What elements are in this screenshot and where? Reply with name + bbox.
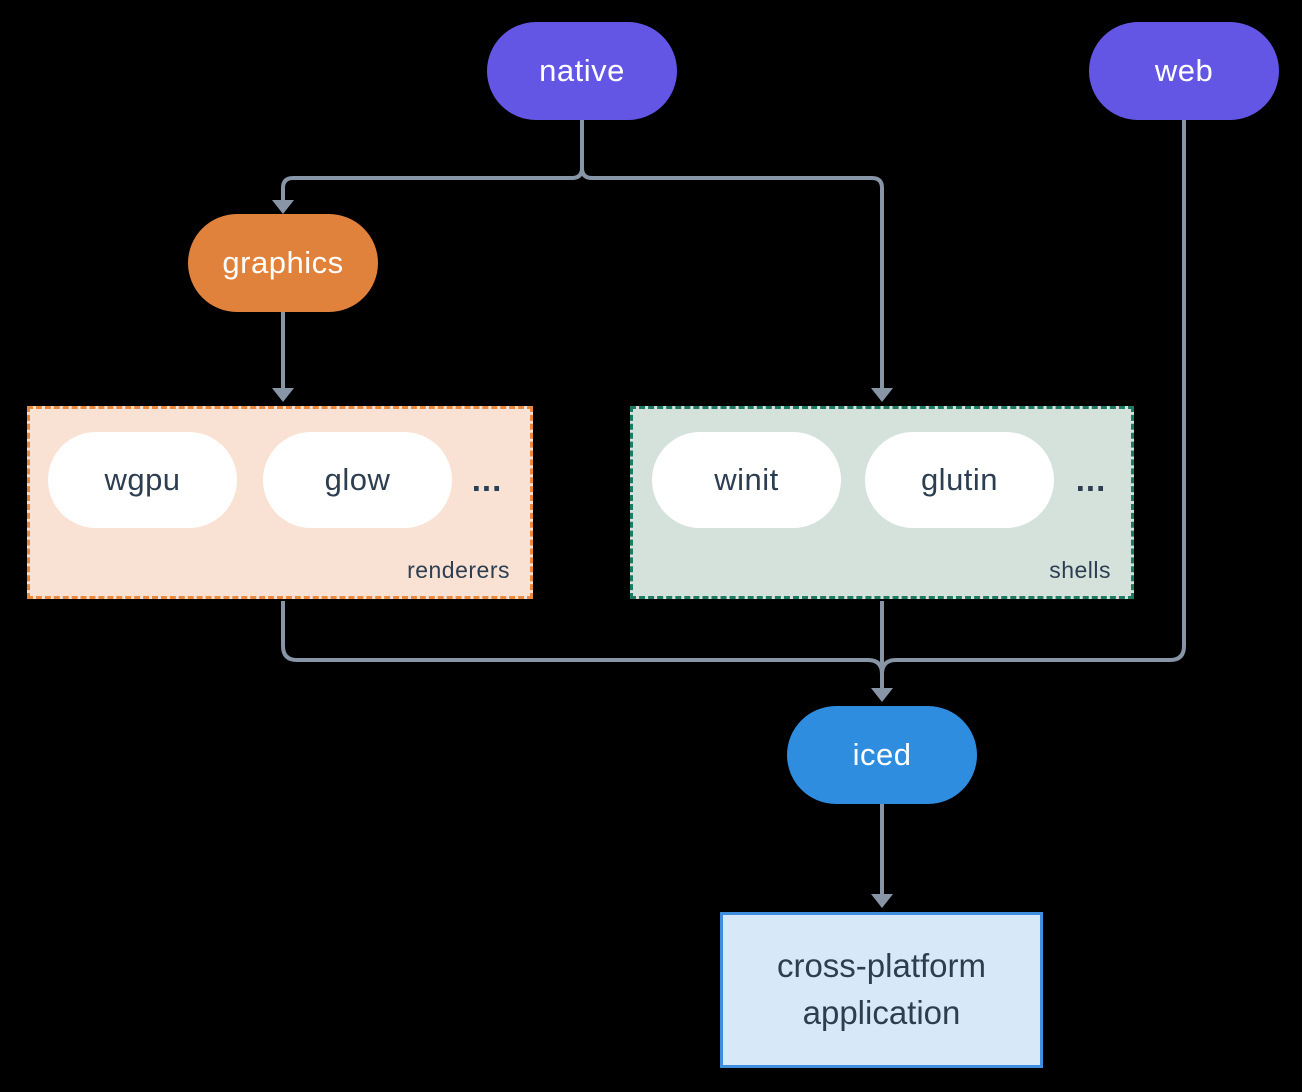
node-winit-label: winit (714, 462, 779, 497)
node-graphics: graphics (188, 214, 378, 312)
application-label: cross-platform application (776, 947, 987, 1031)
arrowhead-shells (871, 388, 893, 402)
application-box: cross-platform application (720, 912, 1043, 1068)
node-glutin-label: glutin (920, 462, 999, 497)
edge-native-graphics (281, 120, 584, 200)
node-glow-label: glow (324, 462, 391, 497)
node-glutin: glutin (865, 432, 1054, 528)
node-iced-label: iced (852, 737, 912, 772)
shells-ellipsis: ... (1075, 461, 1107, 498)
edge-web-iced (880, 120, 1186, 686)
node-glow: glow (263, 432, 452, 528)
node-web-label: web (1154, 53, 1214, 88)
node-iced: iced (787, 706, 977, 804)
group-shells-label: shells (1049, 557, 1111, 583)
node-web: web (1089, 22, 1279, 120)
arrowhead-graphics (272, 200, 294, 214)
node-wgpu: wgpu (48, 432, 237, 528)
group-renderers-label: renderers (407, 557, 510, 583)
node-native-label: native (539, 53, 625, 88)
renderers-ellipsis: ... (471, 461, 503, 498)
arrowhead-application (871, 894, 893, 908)
arrowhead-renderers (272, 388, 294, 402)
node-graphics-label: graphics (222, 245, 344, 280)
edge-renderers-iced (281, 601, 884, 686)
edge-native-shells (580, 120, 884, 388)
node-wgpu-label: wgpu (104, 462, 181, 497)
node-native: native (487, 22, 677, 120)
arrowhead-iced (871, 688, 893, 702)
node-winit: winit (652, 432, 841, 528)
